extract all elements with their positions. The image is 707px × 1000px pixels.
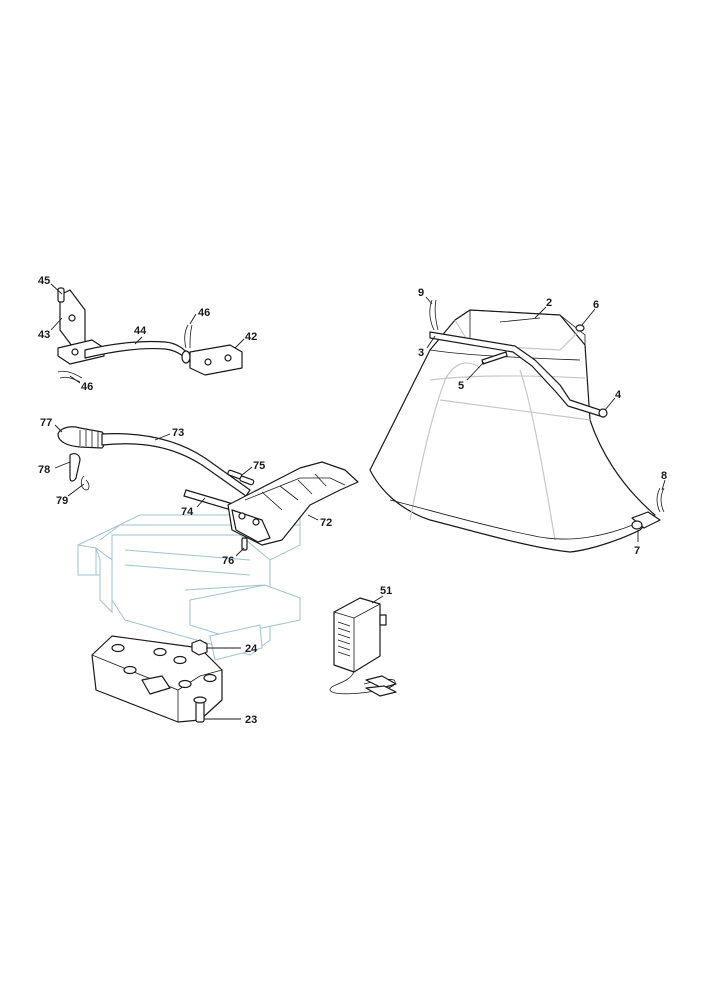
callout-73: 73	[172, 427, 184, 439]
callout-72: 72	[320, 517, 332, 529]
nut-24	[191, 639, 208, 656]
callout-3: 3	[418, 347, 424, 359]
callout-78: 78	[38, 464, 50, 476]
callout-44: 44	[134, 325, 147, 337]
callout-76: 76	[222, 555, 234, 567]
callout-23: 23	[245, 714, 257, 726]
callout-4: 4	[615, 389, 622, 401]
bolt-23	[193, 696, 207, 723]
battery-charger-51	[329, 597, 397, 697]
callout-8: 8	[661, 470, 667, 482]
callout-2: 2	[546, 297, 552, 309]
callout-45: 45	[38, 275, 50, 287]
callout-74: 74	[181, 506, 194, 518]
callout-46-lower: 46	[81, 381, 93, 393]
callout-77: 77	[40, 417, 52, 429]
callout-46-upper: 46	[198, 307, 210, 319]
lever-assembly	[57, 426, 255, 513]
callout-7: 7	[634, 545, 640, 557]
callout-75: 75	[253, 460, 265, 472]
callout-9: 9	[418, 287, 424, 299]
callout-5: 5	[458, 380, 464, 392]
callout-24: 24	[245, 643, 258, 655]
callout-43: 43	[38, 329, 50, 341]
seat-base-bracket	[91, 635, 223, 723]
callout-42: 42	[245, 331, 257, 343]
grass-catcher-frame	[369, 299, 665, 553]
callout-51: 51	[380, 585, 392, 597]
lever-bracket-72	[227, 461, 359, 551]
leader-lines	[50, 283, 666, 720]
adjust-linkage-assembly	[57, 287, 243, 383]
callout-79: 79	[56, 495, 68, 507]
callout-6: 6	[593, 299, 599, 311]
callout-labels: 45 43 44 46 46 42 77 73 78 79 75 74 72 7…	[38, 275, 667, 726]
